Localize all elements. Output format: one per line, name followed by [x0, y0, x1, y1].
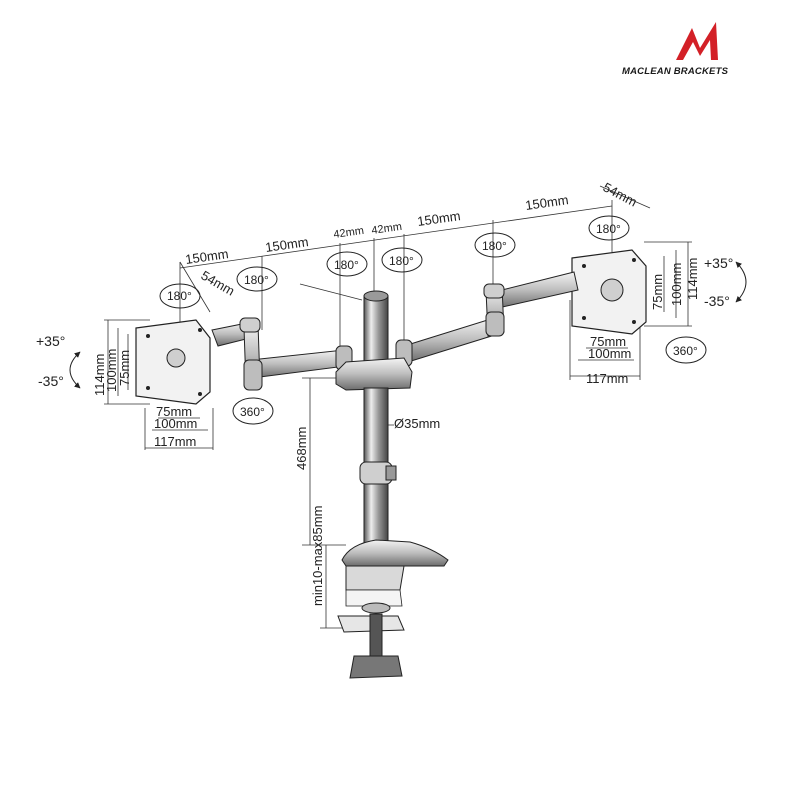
dim-vesa-small-right-h: 75mm	[590, 334, 626, 349]
swivel-label-1: 180°	[167, 289, 192, 303]
tilt-down-label-left: -35°	[38, 373, 64, 389]
dim-vesa-large-left-h: 117mm	[154, 434, 196, 449]
dim-vesa-medium-right-h: 100mm	[588, 346, 631, 361]
arm-left	[211, 317, 353, 391]
dimension-labels: 150mm 150mm 150mm 150mm 42mm 42mm 54mm 5…	[92, 179, 700, 606]
tilt-up-label-right: +35°	[704, 255, 733, 271]
swivel-label-4: 180°	[389, 254, 414, 268]
dim-pole-diameter: Ø35mm	[394, 416, 440, 431]
dimension-lines	[104, 185, 692, 629]
brand-logo-mark	[676, 22, 718, 60]
dim-pole-offset-a: 42mm	[333, 225, 365, 241]
swivel-label-2: 180°	[244, 273, 269, 287]
dim-vesa-medium-left-h: 100mm	[154, 416, 197, 431]
dim-tilt-depth-right: 54mm	[601, 179, 640, 209]
tilt-down-label-right: -35°	[704, 293, 730, 309]
dim-plate-height-right: 114mm	[685, 258, 700, 300]
dim-vesa-small-left-v: 75mm	[117, 350, 132, 386]
dim-tilt-depth-left: 54mm	[199, 268, 238, 299]
rotation-label-right: 360°	[673, 344, 698, 358]
rotation-symbols	[69, 215, 747, 425]
dim-vesa-small-left-h: 75mm	[156, 404, 192, 419]
dim-vesa-small-right-v: 75mm	[650, 274, 665, 310]
vesa-plate-right	[571, 249, 647, 335]
dim-vesa-large-right-h: 117mm	[586, 371, 628, 386]
swivel-label-3: 180°	[334, 258, 359, 272]
swivel-label-6: 180°	[596, 222, 621, 236]
dim-clamp-range: min10-max85mm	[310, 506, 325, 606]
brand-logo-text: MACLEAN BRACKETS	[622, 66, 729, 77]
dim-arm-top-1: 150mm	[184, 246, 229, 267]
rotation-label-left: 360°	[240, 405, 265, 419]
vesa-plate-left	[135, 319, 211, 405]
dim-arm-top-3: 150mm	[416, 208, 461, 229]
dim-pole-height: 468mm	[294, 427, 309, 470]
dim-vesa-medium-left-v: 100mm	[104, 349, 119, 392]
pole-assembly	[335, 290, 449, 679]
angle-labels: 180° 180° 180° 180° 180° 180° 360° 360° …	[36, 222, 733, 419]
dim-vesa-medium-right-v: 100mm	[669, 263, 684, 306]
arm-right	[395, 271, 579, 367]
swivel-label-5: 180°	[482, 239, 507, 253]
dim-arm-top-2: 150mm	[264, 234, 309, 255]
dim-arm-top-4: 150mm	[524, 192, 569, 213]
dim-plate-height-left: 114mm	[92, 354, 107, 396]
dim-pole-offset-b: 42mm	[371, 221, 403, 237]
tilt-up-label-left: +35°	[36, 333, 65, 349]
